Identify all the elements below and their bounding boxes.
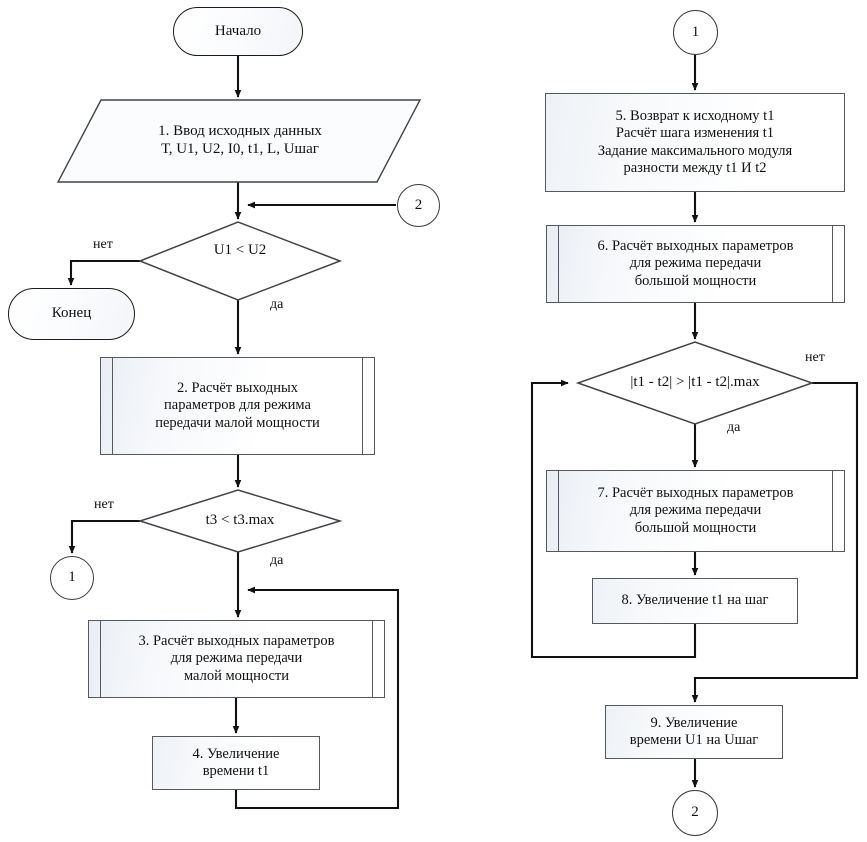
connector-in-1[interactable]: 1 bbox=[673, 10, 718, 55]
node-proc-4-label: 4. Увеличение времени t1 bbox=[192, 745, 280, 779]
connector-out-2[interactable]: 2 bbox=[672, 790, 718, 836]
decision-t1t2-shape bbox=[575, 341, 815, 425]
connector-in-1-label: 1 bbox=[691, 23, 700, 40]
node-decision-u1-u2[interactable]: U1 < U2 bbox=[168, 240, 312, 262]
node-decision-u1-u2-label: U1 < U2 bbox=[213, 242, 267, 259]
input-parallelogram-shape bbox=[56, 99, 422, 183]
node-start-label: Начало bbox=[214, 22, 262, 39]
edge-label-t3-no: нет bbox=[94, 497, 114, 512]
node-proc-6[interactable]: 6. Расчёт выходных параметров для режима… bbox=[546, 225, 845, 303]
node-proc-3-label: 3. Расчёт выходных параметров для режима… bbox=[138, 633, 335, 684]
edge-label-t1t2-yes: да bbox=[727, 420, 741, 435]
node-decision-t3[interactable]: t3 < t3.max bbox=[168, 510, 312, 532]
node-input-data[interactable]: 1. Ввод исходных данных Т, U1, U2, I0, t… bbox=[70, 100, 410, 182]
edge-loopback-proc4-to-proc3 bbox=[234, 586, 400, 810]
node-proc-9-label: 9. Увеличение времени U1 на Uшаг bbox=[629, 714, 759, 748]
node-proc-5[interactable]: 5. Возврат к исходному t1 Расчёт шага из… bbox=[545, 93, 845, 192]
node-proc-7[interactable]: 7. Расчёт выходных параметров для режима… bbox=[546, 470, 845, 552]
edge-decision-u-no bbox=[67, 259, 140, 286]
node-proc-8-label: 8. Увеличение t1 на шаг bbox=[621, 592, 769, 609]
node-end[interactable]: Конец bbox=[8, 288, 135, 340]
edge-loopback-proc8-to-decision bbox=[530, 379, 697, 659]
edge-label-t1t2-no: нет bbox=[805, 350, 825, 365]
node-proc-8[interactable]: 8. Увеличение t1 на шаг bbox=[592, 578, 798, 624]
node-input-data-label: 1. Ввод исходных данных Т, U1, U2, I0, t… bbox=[158, 123, 322, 157]
edge-label-u-no: нет bbox=[93, 237, 113, 252]
node-proc-2[interactable]: 2. Расчёт выходных параметров для режима… bbox=[100, 357, 375, 455]
node-proc-2-label: 2. Расчёт выходных параметров для режима… bbox=[155, 380, 320, 431]
connector-in-2-label: 2 bbox=[414, 196, 423, 213]
edge-label-t3-yes: да bbox=[270, 553, 284, 568]
node-proc-3[interactable]: 3. Расчёт выходных параметров для режима… bbox=[88, 620, 385, 698]
node-start[interactable]: Начало bbox=[173, 7, 303, 56]
node-proc-9[interactable]: 9. Увеличение времени U1 на Uшаг bbox=[605, 705, 783, 759]
decision-u-shape bbox=[137, 221, 343, 301]
edge-decision-no-to-proc9 bbox=[691, 381, 859, 703]
node-decision-t3-label: t3 < t3.max bbox=[205, 512, 275, 529]
node-proc-7-label: 7. Расчёт выходных параметров для режима… bbox=[597, 485, 794, 536]
node-proc-6-label: 6. Расчёт выходных параметров для режима… bbox=[597, 238, 794, 289]
connector-in-2[interactable]: 2 bbox=[397, 184, 440, 227]
connector-out-1-label: 1 bbox=[68, 569, 76, 586]
edge-label-u-yes: да bbox=[270, 297, 284, 312]
decision-t3-shape bbox=[137, 489, 343, 553]
node-decision-t1-t2[interactable]: |t1 - t2| > |t1 - t2|.max bbox=[593, 372, 797, 394]
node-decision-t1-t2-label: |t1 - t2| > |t1 - t2|.max bbox=[630, 374, 760, 391]
node-proc-4[interactable]: 4. Увеличение времени t1 bbox=[152, 736, 320, 790]
connector-out-1[interactable]: 1 bbox=[50, 556, 94, 600]
node-proc-5-label: 5. Возврат к исходному t1 Расчёт шага из… bbox=[597, 108, 793, 176]
node-end-label: Конец bbox=[51, 305, 92, 322]
edge-decision-t3-no bbox=[68, 519, 140, 554]
connector-out-2-label: 2 bbox=[691, 804, 699, 821]
